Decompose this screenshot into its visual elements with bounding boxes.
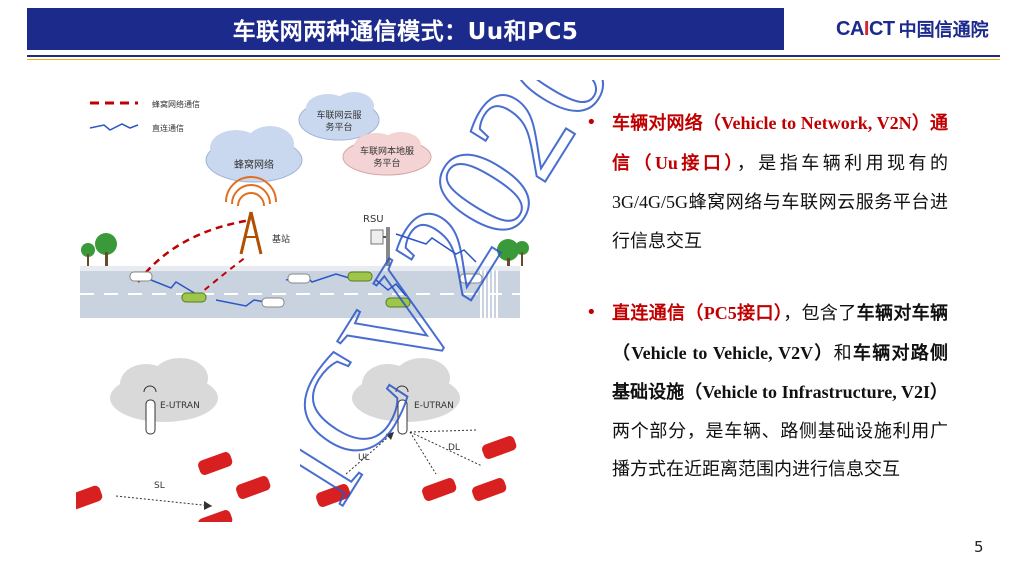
legend-direct-line [90,124,138,130]
road-car [386,298,410,307]
bullet-pc5: • 直连通信（PC5接口），包含了车辆对车辆（Vehicle to Vehicl… [582,294,948,490]
red-car [235,475,272,501]
legend-direct-label: 直连通信 [152,123,184,133]
road-car [460,274,482,283]
dl-arrow [410,432,436,474]
dl-label: DL [448,443,460,453]
road-car [130,272,152,281]
red-car [197,451,234,477]
cloud-cellular: 蜂窝网络 [206,126,302,182]
svg-text:车联网云服: 车联网云服 [316,109,361,121]
red-car [421,477,458,503]
page-title: 车联网两种通信模式：Uu和PC5 [233,12,579,46]
direct-link [396,234,476,262]
caict-logo: CAICT 中国信通院 [836,16,989,42]
bullet-dot: • [586,104,597,143]
rsu-icon: RSU [363,214,390,272]
header-rule-accent [27,59,1000,60]
bullet-dot: • [586,294,597,333]
svg-text:务平台: 务平台 [325,121,352,133]
eutran-left-label: E-UTRAN [160,401,200,411]
v2x-diagram-svg: 蜂窝网络通信 直连通信 蜂窝网络 车联网云服 务平台 车联网本地服 务平台 [76,82,546,522]
page-number: 5 [974,538,984,556]
red-car [76,484,104,511]
ul-arrow [346,432,394,474]
road-car [348,272,372,281]
cloud-v2x-platform: 车联网云服 务平台 [299,92,379,140]
base-station-icon: 基站 [226,177,290,254]
sl-arrow [116,496,212,506]
bullet-uu: • 车辆对网络（Vehicle to Network, V2N）通信（Uu接口）… [582,104,948,261]
svg-text:车联网本地服: 车联网本地服 [360,145,414,157]
svg-text:RSU: RSU [363,214,384,225]
logo-en: CAICT [836,18,895,41]
header-rule [27,55,1000,57]
ul-arrowhead [386,432,394,440]
title-bar: 车联网两种通信模式：Uu和PC5 [27,8,784,50]
eutran-cloud-left: E-UTRAN [110,358,218,434]
road-car [288,274,310,283]
eutran-right-label: E-UTRAN [414,401,454,411]
eutran-cloud-right: E-UTRAN [352,358,460,434]
svg-text:蜂窝网络: 蜂窝网络 [234,158,274,171]
v2x-diagram: 蜂窝网络通信 直连通信 蜂窝网络 车联网云服 务平台 车联网本地服 务平台 [76,82,546,522]
dl-arrow [410,430,478,432]
svg-text:务平台: 务平台 [373,157,400,169]
svg-text:基站: 基站 [272,233,290,245]
sl-arrowhead [204,501,212,510]
sl-label: SL [154,481,165,491]
red-car [481,435,518,461]
bullet-list: • 车辆对网络（Vehicle to Network, V2N）通信（Uu接口）… [582,104,948,490]
red-car [315,483,352,509]
red-car [471,477,508,503]
road-car [182,293,206,302]
logo-cn: 中国信通院 [899,16,989,42]
legend-cellular-label: 蜂窝网络通信 [152,99,200,109]
road-car [262,298,284,307]
red-car [197,509,234,522]
ul-label: UL [358,453,370,463]
